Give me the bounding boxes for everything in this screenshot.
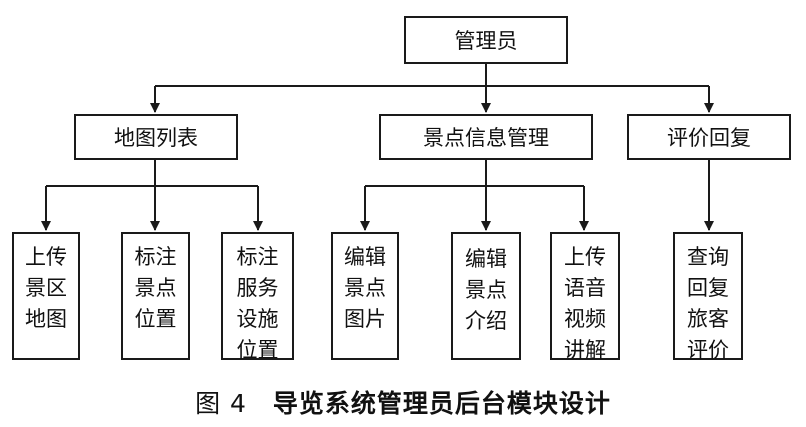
leaf-line: 标注 xyxy=(134,245,177,269)
branch-node-attraction-info: 景点信息管理 xyxy=(379,114,593,160)
figure-title: 导览系统管理员后台模块设计 xyxy=(272,389,611,418)
leaf-line: 标注 xyxy=(236,245,279,269)
leaf-line: 语音 xyxy=(564,276,606,300)
module-tree-diagram: 管理员 地图列表 景点信息管理 评价回复 上传 景区 地图 标注 景点 位置 标… xyxy=(12,16,791,362)
leaf-node: 标注 景点 位置 xyxy=(121,232,190,360)
leaf-line: 设施 xyxy=(236,307,279,331)
leaf-node: 编辑 景点 介绍 xyxy=(451,232,521,360)
leaf-line: 景点 xyxy=(344,276,386,300)
leaf-line: 上传 xyxy=(25,245,67,269)
leaf-line: 景区 xyxy=(25,276,67,300)
leaf-line: 旅客 xyxy=(687,307,729,331)
leaf-line: 地图 xyxy=(25,307,67,331)
leaf-node: 上传 景区 地图 xyxy=(12,232,80,360)
leaf-line: 介绍 xyxy=(465,309,507,333)
leaf-line: 编辑 xyxy=(465,247,507,271)
leaf-line: 图片 xyxy=(344,307,386,331)
branch-node-map-list: 地图列表 xyxy=(74,114,238,160)
leaf-node: 查询 回复 旅客 评价 xyxy=(673,232,743,362)
branch-node-label: 评价回复 xyxy=(667,126,751,150)
leaf-line: 景点 xyxy=(465,278,507,302)
leaf-line: 位置 xyxy=(134,307,177,331)
leaf-line: 评价 xyxy=(687,338,729,362)
leaf-node: 上传 语音 视频 讲解 xyxy=(550,232,620,362)
root-node-label: 管理员 xyxy=(454,29,518,53)
leaf-line: 编辑 xyxy=(344,245,386,269)
leaf-line: 查询 xyxy=(687,245,729,269)
leaf-line: 回复 xyxy=(687,276,729,300)
leaf-line: 讲解 xyxy=(564,338,606,362)
leaf-line: 视频 xyxy=(564,307,606,331)
leaf-line: 位置 xyxy=(236,338,279,362)
branch-node-label: 景点信息管理 xyxy=(423,126,549,150)
leaf-node: 编辑 景点 图片 xyxy=(331,232,399,360)
figure-caption: 图 4 导览系统管理员后台模块设计 xyxy=(0,384,806,420)
leaf-node: 标注 服务 设施 位置 xyxy=(221,232,294,362)
branch-node-label: 地图列表 xyxy=(114,126,198,150)
root-node: 管理员 xyxy=(404,16,568,64)
branch-node-review-reply: 评价回复 xyxy=(627,114,791,160)
figure-number: 图 4 xyxy=(195,389,247,418)
leaf-line: 景点 xyxy=(134,276,177,300)
leaf-line: 上传 xyxy=(564,245,606,269)
connector-lines xyxy=(41,64,714,231)
leaf-line: 服务 xyxy=(236,276,279,300)
